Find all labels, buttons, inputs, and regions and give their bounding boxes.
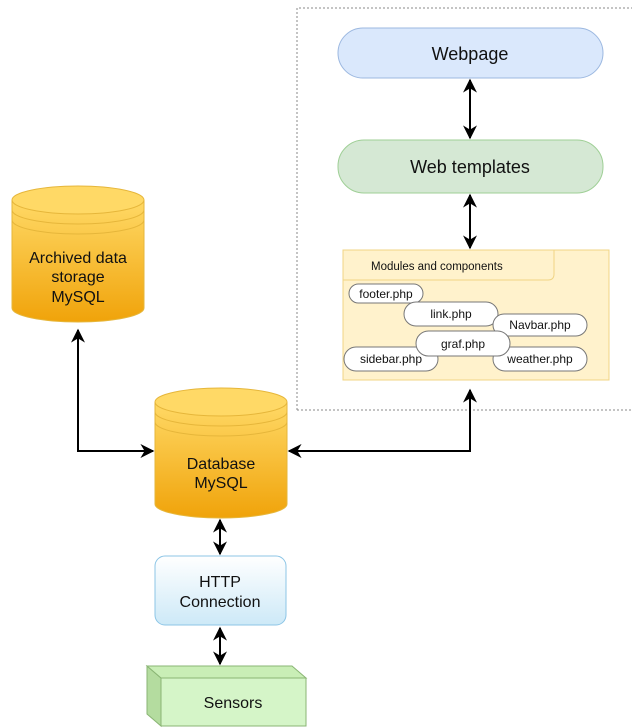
database-label-2: MySQL bbox=[194, 475, 247, 492]
file-graf: graf.php bbox=[415, 330, 511, 357]
file-footer: footer.php bbox=[348, 283, 424, 304]
web-layer-frame bbox=[296, 7, 632, 411]
modules-title: Modules and components bbox=[371, 261, 503, 273]
database-cylinder: Database MySQL bbox=[154, 387, 288, 519]
http-label-1: HTTP bbox=[199, 574, 241, 591]
svg-text:Navbar.php: Navbar.php bbox=[509, 318, 571, 332]
archive-db-cylinder: Archived data storage MySQL bbox=[11, 185, 145, 323]
svg-text:weather.php: weather.php bbox=[506, 352, 573, 366]
file-link: link.php bbox=[403, 301, 499, 327]
http-label-2: Connection bbox=[180, 594, 261, 611]
archive-label-2: storage bbox=[51, 269, 104, 286]
archive-label-1: Archived data bbox=[29, 250, 127, 267]
sensors-node: Sensors bbox=[145, 664, 308, 728]
webpage-node: Webpage bbox=[337, 27, 604, 79]
svg-text:link.php: link.php bbox=[430, 307, 472, 321]
arrow-archive-database bbox=[71, 328, 155, 458]
svg-text:footer.php: footer.php bbox=[359, 287, 413, 301]
file-weather: weather.php bbox=[492, 346, 588, 372]
arrow-database-modules bbox=[287, 388, 477, 458]
file-navbar: Navbar.php bbox=[492, 313, 588, 337]
svg-text:graf.php: graf.php bbox=[441, 337, 485, 351]
database-label-1: Database bbox=[187, 456, 256, 473]
file-sidebar: sidebar.php bbox=[343, 346, 439, 372]
webpage-label: Webpage bbox=[432, 44, 509, 64]
svg-text:sidebar.php: sidebar.php bbox=[360, 352, 422, 366]
archive-label-3: MySQL bbox=[51, 289, 104, 306]
web-templates-label: Web templates bbox=[410, 157, 530, 177]
http-connection-node: HTTP Connection bbox=[154, 555, 287, 626]
sensors-label: Sensors bbox=[204, 695, 263, 712]
web-templates-node: Web templates bbox=[337, 139, 604, 194]
